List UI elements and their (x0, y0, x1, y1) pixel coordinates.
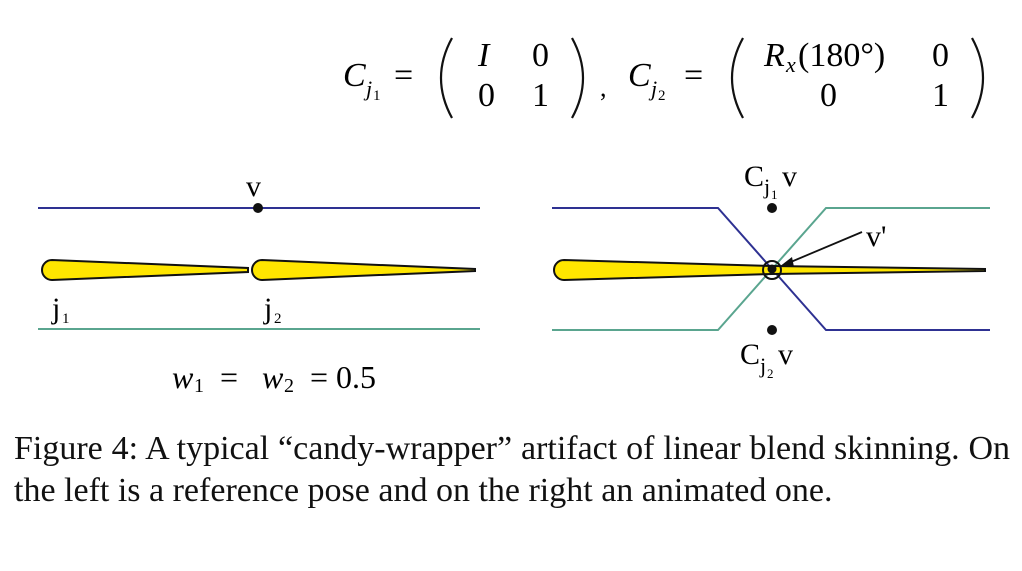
eq-m2-b: 0 (932, 37, 949, 74)
vertex-v-prime-point (767, 264, 777, 274)
eq-m1-c: 0 (478, 77, 495, 114)
v-prime-label: v' (866, 220, 886, 253)
eq-m2-d: 1 (932, 77, 949, 114)
right-panel: C j 1 v C j 2 v v' (552, 160, 990, 381)
cj2v-v: v (778, 338, 793, 371)
eq-m2-a-func: R (763, 37, 785, 74)
eq-c-symbol-2: C (628, 57, 651, 94)
left-panel: v j 1 j 2 w 1 = w 2 = 0.5 (38, 170, 480, 397)
cj1v-j: j (763, 174, 770, 199)
eq-separator: , (600, 73, 607, 102)
eq-c-symbol-1: C (343, 57, 366, 94)
eq-m1-b: 0 (532, 37, 549, 74)
v-prime-arrowhead (779, 257, 794, 267)
eq-m1-d: 1 (532, 77, 549, 114)
weights-w1: w (172, 359, 194, 395)
cj2v-c: C (740, 338, 760, 371)
eq-sub-1: 1 (373, 88, 381, 104)
vertex-cj2v-point (767, 325, 777, 335)
eq-j-symbol-2: j (648, 76, 657, 101)
eq-sub-2: 2 (658, 88, 666, 104)
eq-left-paren-2 (730, 37, 744, 119)
cj2v-j: j (759, 353, 766, 378)
weights-w1-sub: 1 (194, 375, 204, 397)
eq-m2-a-arg: (180°) (798, 37, 885, 74)
eq-j-symbol-1: j (363, 76, 372, 101)
vertex-cj1v-point (767, 203, 777, 213)
weights-w2: w (262, 359, 284, 395)
v-prime-arrow-line (785, 231, 863, 265)
weights-w2-sub: 2 (284, 375, 294, 397)
joint1-sub: 1 (62, 311, 70, 327)
vertex-v-label: v (246, 170, 261, 203)
bone-1 (41, 258, 249, 282)
joint2-label: j (263, 292, 272, 325)
eq-m2-c: 0 (820, 77, 837, 114)
figure-caption: Figure 4: A typical “candy-wrapper” arti… (14, 430, 1010, 509)
eq-equals-1: = (394, 57, 413, 94)
joint-ring (762, 260, 782, 280)
eq-right-paren-2 (971, 37, 985, 119)
eq-right-paren-1 (571, 37, 585, 119)
cj2v-sub: 2 (767, 366, 774, 381)
eq-m1-a: I (477, 37, 491, 74)
cj1v-sub: 1 (771, 187, 778, 202)
weights-mid: = (220, 359, 238, 395)
joint2-sub: 2 (274, 311, 282, 327)
eq-equals-2: = (684, 57, 703, 94)
bone-2 (251, 258, 476, 282)
weights-value: = 0.5 (310, 359, 376, 395)
figure-4: C j 1 = I 0 0 1 , C j 2 = R x (180°) 0 0… (38, 37, 990, 397)
cj1v-v: v (782, 160, 797, 193)
cj1v-c: C (744, 160, 764, 193)
eq-left-paren-1 (439, 37, 453, 119)
equation: C j 1 = I 0 0 1 , C j 2 = R x (180°) 0 0… (343, 37, 985, 119)
joint1-label: j (51, 292, 60, 325)
vertex-v-point (253, 203, 263, 213)
eq-m2-a-sub: x (785, 52, 796, 77)
